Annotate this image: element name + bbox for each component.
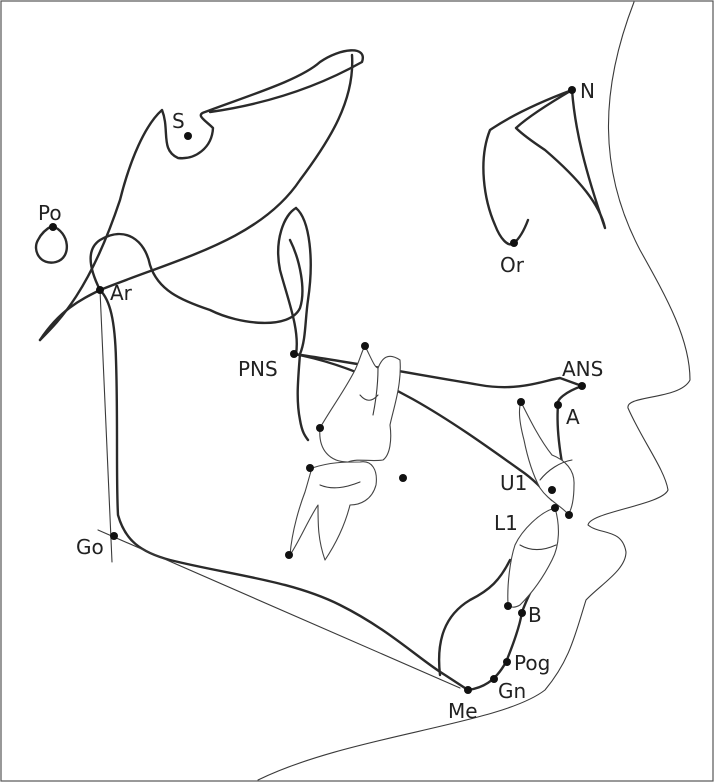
label-po: Po <box>38 201 62 225</box>
point-go <box>110 532 118 540</box>
lower-molar <box>290 462 376 560</box>
point-upper-lip <box>565 511 573 519</box>
point-u1-tip <box>548 486 556 494</box>
label-or: Or <box>500 253 525 277</box>
label-a: A <box>566 405 580 429</box>
point-b <box>518 609 526 617</box>
point-lower-molar-mesial <box>306 464 314 472</box>
label-me: Me <box>448 699 478 723</box>
label-go: Go <box>76 535 104 559</box>
label-gn: Gn <box>498 679 526 703</box>
point-me <box>464 686 472 694</box>
point-gn <box>490 675 498 683</box>
palatal-outline <box>294 354 582 387</box>
point-lower-incisor-apex <box>504 602 512 610</box>
porion-outline <box>36 226 67 263</box>
nasal-bone <box>516 90 605 228</box>
label-b: B <box>528 603 542 627</box>
label-u1: U1 <box>500 471 527 495</box>
ramus-posterior-contour <box>296 208 311 440</box>
point-upper-molar-mesial <box>316 424 324 432</box>
label-pns: PNS <box>238 357 278 381</box>
point-a <box>554 401 562 409</box>
point-pog <box>503 658 511 666</box>
point-ar <box>96 286 104 294</box>
point-pns <box>290 350 298 358</box>
point-upper-molar-cusp <box>361 342 369 350</box>
point-ans <box>578 382 586 390</box>
label-s: S <box>172 109 185 133</box>
soft-tissue-profile <box>258 2 690 780</box>
label-ans: ANS <box>562 357 603 381</box>
label-ar: Ar <box>110 281 133 305</box>
point-lower-molar-apex <box>285 551 293 559</box>
label-n: N <box>580 79 595 103</box>
orbit-outline <box>483 90 572 244</box>
symphysis-inner <box>439 560 510 675</box>
ramus-plane-line <box>100 290 112 562</box>
label-pog: Pog <box>514 651 550 675</box>
label-l1: L1 <box>494 511 518 535</box>
point-center <box>399 474 407 482</box>
mandibular-plane-line <box>98 530 460 688</box>
point-or <box>510 239 518 247</box>
point-l1-tip <box>551 504 559 512</box>
point-s <box>184 132 192 140</box>
point-n <box>568 86 576 94</box>
mastoid-outline <box>40 234 302 340</box>
point-upper-incisor-apex <box>517 398 525 406</box>
anterior-cranial-base <box>100 55 352 290</box>
pterygomaxillary-fissure <box>278 208 297 354</box>
